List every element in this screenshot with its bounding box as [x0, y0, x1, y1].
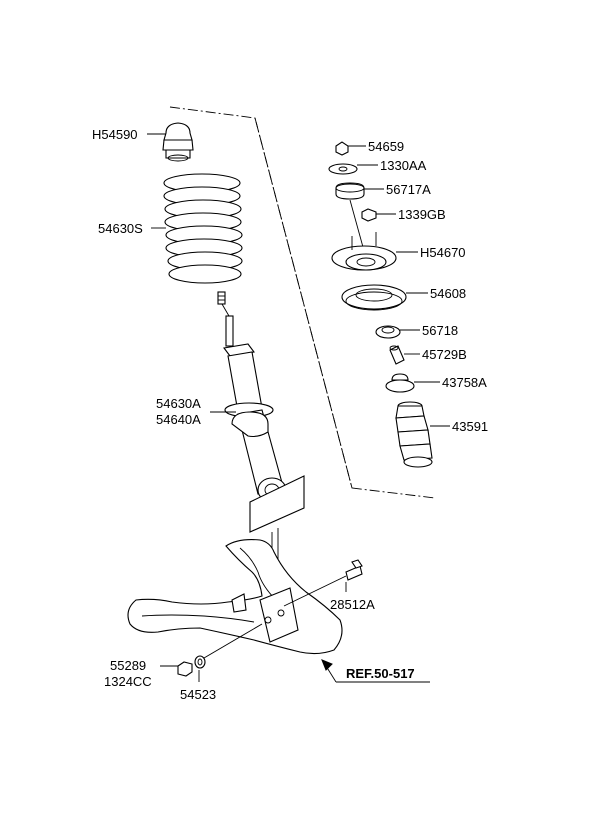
strut-body-part[interactable]: [223, 343, 287, 503]
label-56718: 56718: [422, 323, 458, 338]
label-h54590: H54590: [92, 127, 138, 142]
label-43758a: 43758A: [442, 375, 487, 390]
reference-link[interactable]: REF.50-517: [346, 666, 415, 681]
washer-54523-part[interactable]: [194, 623, 263, 669]
bump-stopper-part[interactable]: [162, 122, 194, 162]
cap-56717a-part[interactable]: [335, 182, 365, 200]
label-1324cc: 1324CC: [104, 674, 152, 689]
dust-boot-43591-part[interactable]: [395, 401, 433, 468]
washer-1330aa-part[interactable]: [328, 163, 358, 175]
assembly-boundary: [169, 106, 436, 499]
label-54640a: 54640A: [156, 412, 201, 427]
piston-rod-part[interactable]: [217, 291, 234, 347]
label-54608: 54608: [430, 286, 466, 301]
leader-lines: [147, 133, 450, 683]
insulator-43758a-part[interactable]: [385, 373, 415, 393]
label-1339gb: 1339GB: [398, 207, 446, 222]
nut-55289-part[interactable]: [177, 661, 193, 677]
coil-spring-part[interactable]: [163, 173, 243, 284]
label-28512a: 28512A: [330, 597, 375, 612]
strut-mount-h54670-part[interactable]: [331, 232, 397, 271]
label-h54670: H54670: [420, 245, 466, 260]
nut-1339gb-part[interactable]: [361, 208, 377, 222]
bearing-56718-part[interactable]: [375, 325, 401, 339]
label-56717a: 56717A: [386, 182, 431, 197]
nut-54659-part[interactable]: [335, 141, 349, 156]
lower-control-arm-part[interactable]: [127, 539, 343, 655]
sleeve-45729b-part[interactable]: [389, 345, 405, 365]
spring-seat-54608-part[interactable]: [341, 284, 407, 311]
label-54630s: 54630S: [98, 221, 143, 236]
label-54523: 54523: [180, 687, 216, 702]
bolt-28512a-part[interactable]: [283, 559, 363, 607]
label-55289: 55289: [110, 658, 146, 673]
label-1330aa: 1330AA: [380, 158, 427, 173]
label-54630a: 54630A: [156, 396, 201, 411]
label-45729b: 45729B: [422, 347, 467, 362]
label-54659: 54659: [368, 139, 404, 154]
label-43591: 43591: [452, 419, 488, 434]
